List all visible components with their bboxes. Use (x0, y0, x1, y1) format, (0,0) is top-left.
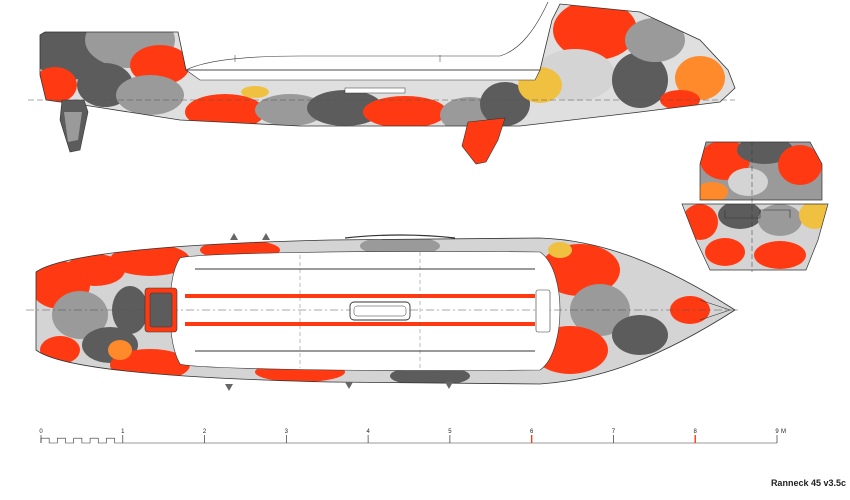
scale-tick-label: 1 (121, 429, 125, 435)
side-profile-view (28, 1, 736, 165)
scale-tick-label: 7 (612, 429, 616, 435)
scale-tick-label: 0 (39, 429, 43, 435)
drawing-title: Ranneck 45 v3.5c (771, 478, 846, 488)
scale-tick-label: 8 (694, 429, 698, 435)
scale-tick-label: 9 (775, 429, 779, 435)
scale-tick-label: 5 (448, 429, 452, 435)
scale-unit-label: M (781, 429, 786, 435)
scale-tick-label: 6 (530, 429, 534, 435)
scale-subdivision (40, 437, 123, 444)
scale-tick-label: 3 (285, 429, 289, 435)
scale-tick-label: 2 (203, 429, 207, 435)
cross-section-view (681, 141, 829, 272)
plan-view (26, 233, 740, 391)
scale-tick-label: 4 (366, 429, 370, 435)
